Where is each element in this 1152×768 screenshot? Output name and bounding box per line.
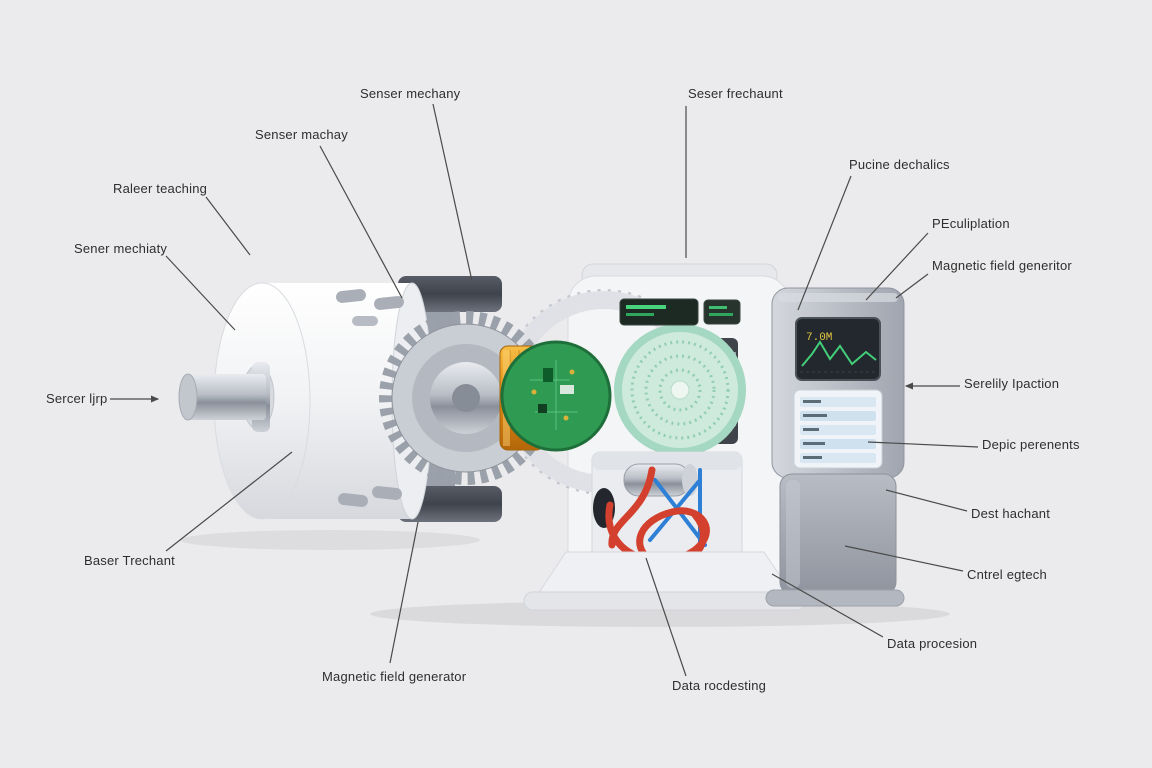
callout-label-sener-mechiaty: Sener mechiaty xyxy=(74,241,168,256)
leader-line xyxy=(867,441,979,448)
rotor-assembly xyxy=(178,276,612,522)
machine-shadow xyxy=(370,601,950,627)
callout-label-data-rocdesting: Data rocdesting xyxy=(672,678,767,693)
control-console: 7.0M xyxy=(765,287,905,607)
callout-label-senser-machay: Senser machay xyxy=(255,127,348,142)
callout-label-cntrel-egtech: Cntrel egtech xyxy=(967,567,1047,582)
console-lower-highlight xyxy=(786,480,800,588)
top-display xyxy=(619,298,699,326)
leader-line xyxy=(797,175,852,311)
leader-line xyxy=(389,521,419,664)
leader-lines xyxy=(110,103,979,677)
callout-label-pucine-dechalics: Pucine dechalics xyxy=(849,157,950,172)
callout-label-baser-trechant: Baser Trechant xyxy=(84,553,175,568)
shaft xyxy=(178,362,275,432)
leader-line xyxy=(865,232,929,301)
callout-label-senser-mechany: Senser mechany xyxy=(360,86,461,101)
callout-label-dest-hachant: Dest hachant xyxy=(971,506,1051,521)
console-panel[interactable] xyxy=(793,389,883,469)
assembly-shadow xyxy=(180,530,480,550)
console-highlight xyxy=(778,293,898,302)
mint-sensor-disc xyxy=(614,324,746,456)
screen-readout: 7.0M xyxy=(806,332,832,344)
cable-compartment xyxy=(591,451,743,581)
leader-line xyxy=(205,196,251,256)
leader-line xyxy=(771,573,884,638)
pedestal-base xyxy=(523,551,807,611)
callout-label-seser-frechaunt: Seser frechaunt xyxy=(688,86,783,101)
console-base xyxy=(765,589,905,607)
callout-label-magnetic-field-generator: Magnetic field generator xyxy=(322,669,467,684)
leader-line xyxy=(165,451,293,552)
callout-label-raleer-teaching: Raleer teaching xyxy=(113,181,208,196)
leader-line xyxy=(895,273,929,299)
leader-line xyxy=(885,489,968,512)
top-display-small xyxy=(703,299,741,325)
cutaway-top xyxy=(398,276,502,312)
callout-label-sercer-ljrp: Sercer ljrp xyxy=(46,391,108,406)
pcb-disc xyxy=(500,340,612,452)
callout-label-peculiplation: PEculiplation xyxy=(932,216,1010,231)
callout-label-serelily-ipaction: Serelily Ipaction xyxy=(964,376,1060,391)
leader-line xyxy=(432,103,473,282)
leader-line xyxy=(165,255,236,331)
callout-label-depic-perenents: Depic perenents xyxy=(982,437,1080,452)
leader-line xyxy=(319,145,403,299)
console-screen: 7.0M xyxy=(795,317,881,381)
callout-label-magnetic-field-generitor: Magnetic field generitor xyxy=(932,258,1072,273)
leader-line xyxy=(645,557,687,677)
callout-label-data-procesion: Data procesion xyxy=(887,636,978,651)
leader-line xyxy=(844,545,964,572)
